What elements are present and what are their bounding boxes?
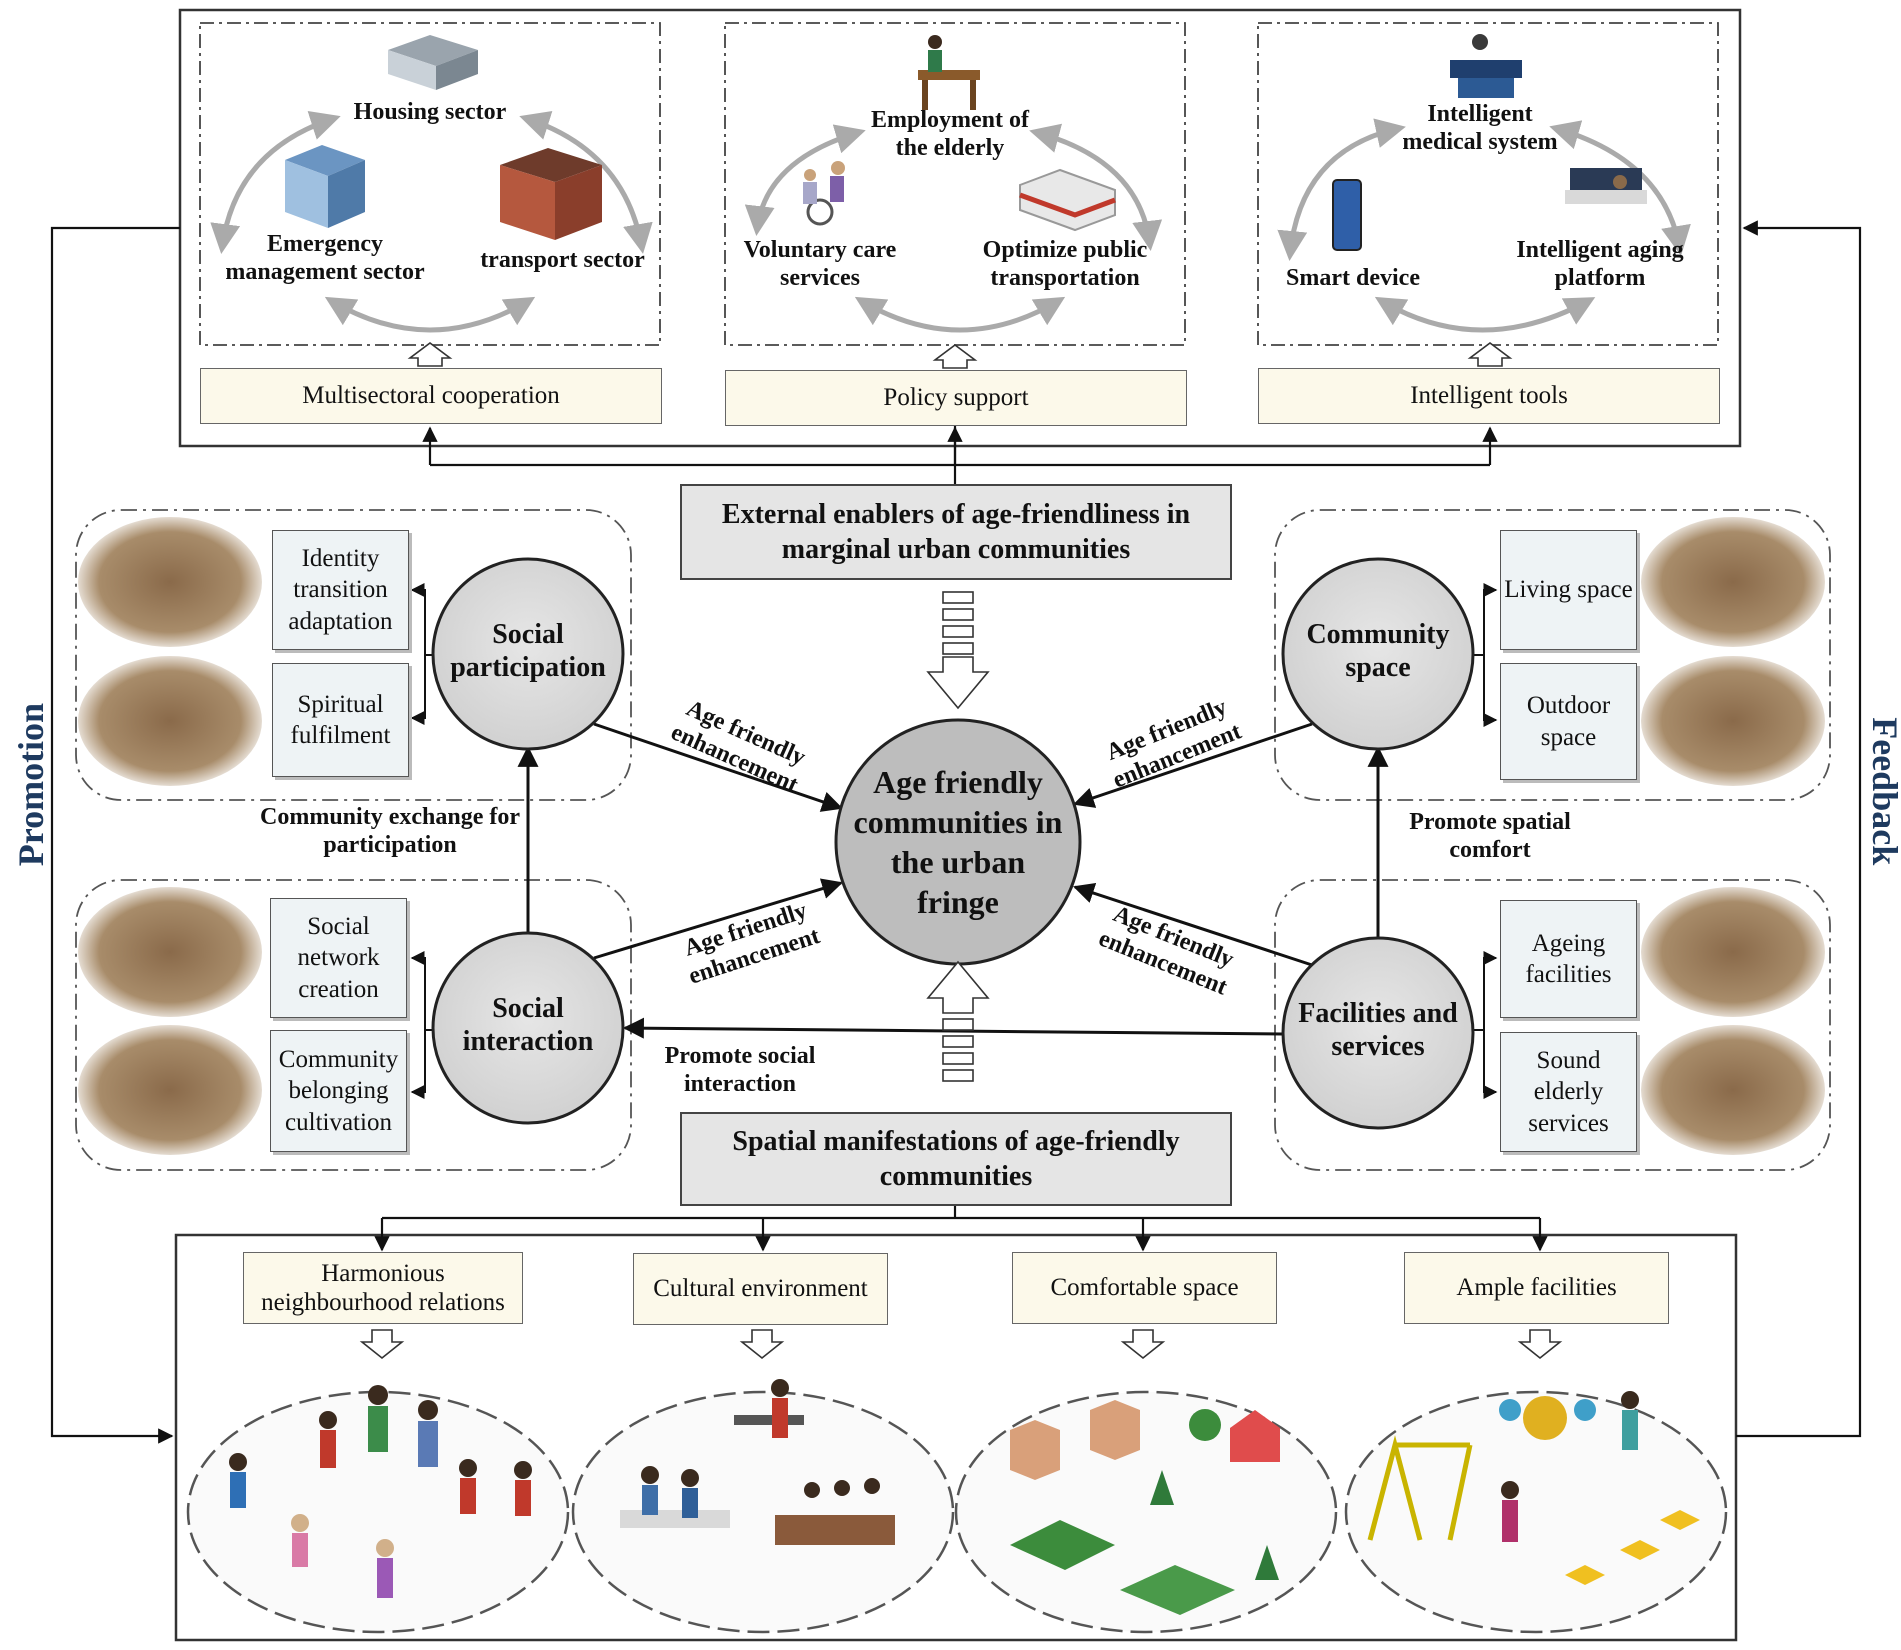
- hospital-icon: [285, 145, 365, 228]
- label-community-space: Community space: [1306, 619, 1450, 684]
- circle-social-interaction: [431, 931, 625, 1125]
- photo-service-center-icon: [1641, 1025, 1825, 1155]
- node-intelligent-aging: Intelligent aging platform: [1516, 237, 1684, 292]
- bottom-panel-border: [174, 1233, 1738, 1642]
- box-outdoor-space: Outdoor space: [1500, 663, 1637, 780]
- smartphone-icon: [1332, 179, 1362, 251]
- building-icon: [388, 35, 478, 90]
- photo-meeting-icon: [78, 656, 262, 786]
- main-arrows: [517, 722, 1389, 1039]
- box-comfortable-space: Comfortable space: [1012, 1252, 1277, 1324]
- box-ageing-facilities: Ageing facilities: [1500, 900, 1637, 1018]
- wheelchair-icon: [803, 161, 845, 226]
- photo-facility-icon: [1641, 887, 1825, 1017]
- photo-pavilion-icon: [78, 1025, 262, 1155]
- neighbourhood-scene-icon: [229, 1385, 532, 1598]
- external-connector: [422, 426, 1498, 484]
- node-employment-elderly: Employment of the elderly: [871, 107, 1029, 162]
- box-harmonious-relations: Harmonious neighbourhood relations: [243, 1252, 523, 1324]
- spatial-connector: [374, 1202, 1548, 1252]
- external-enablers-box: External enablers of age-friendliness in…: [680, 484, 1232, 580]
- box-spiritual-fulfilment: Spiritual fulfilment: [272, 663, 409, 777]
- box-multisectoral-cooperation: Multisectoral cooperation: [200, 368, 662, 424]
- box-social-network: Social network creation: [270, 898, 407, 1018]
- cultural-scene-icon: [620, 1379, 895, 1545]
- feedback-label: Feedback: [1865, 717, 1901, 866]
- box-living-space: Living space: [1500, 530, 1637, 650]
- box-ample-facilities: Ample facilities: [1404, 1252, 1669, 1324]
- node-emergency-management: Emergency management sector: [225, 231, 425, 286]
- node-smart-device: Smart device: [1286, 265, 1420, 291]
- label-social-participation: Social participation: [450, 619, 606, 684]
- comfortable-space-scene-icon: [1010, 1400, 1280, 1615]
- label-social-interaction: Social interaction: [462, 993, 594, 1058]
- box-identity-transition: Identity transition adaptation: [272, 530, 409, 650]
- hollow-down-arrows-bottom: [359, 1329, 1563, 1360]
- box-cultural-environment: Cultural environment: [633, 1253, 888, 1325]
- photo-vignettes: [78, 517, 1825, 1155]
- edge-label-promote-spatial: Promote spatial comfort: [1409, 809, 1571, 864]
- desk-worker-icon: [918, 35, 980, 110]
- loop-lines: [50, 220, 1862, 1444]
- node-transport-sector: transport sector: [480, 247, 645, 273]
- box-sound-elderly-services: Sound elderly services: [1500, 1032, 1637, 1152]
- label-center: Age friendly communities in the urban fr…: [853, 764, 1063, 920]
- box-intelligent-tools: Intelligent tools: [1258, 368, 1720, 424]
- control-desk-icon: [1565, 168, 1647, 204]
- block-arrow-up: [926, 960, 990, 1082]
- facilities-scene-icon: [1367, 1391, 1700, 1585]
- promotion-label: Promotion: [10, 702, 51, 867]
- node-optimize-transportation: Optimize public transportation: [982, 237, 1148, 292]
- photo-house-icon: [78, 517, 262, 647]
- node-voluntary-care: Voluntary care services: [743, 237, 897, 292]
- label-facilities-services: Facilities and services: [1298, 998, 1458, 1063]
- train-icon: [1019, 168, 1116, 232]
- edge-label-community-exchange: Community exchange for participation: [260, 804, 520, 859]
- hollow-up-arrows-top: [407, 342, 1513, 369]
- box-policy-support: Policy support: [725, 370, 1187, 426]
- block-arrow-down: [926, 591, 990, 710]
- node-intelligent-medical: Intelligent medical system: [1402, 101, 1558, 156]
- circle-community-space: [1281, 557, 1475, 751]
- bottom-ellipses: [186, 1390, 1728, 1634]
- photo-housing-icon: [1641, 517, 1825, 647]
- circle-facilities-services: [1281, 936, 1475, 1130]
- subbox-connectors: [410, 583, 1498, 1099]
- circle-social-participation: [431, 557, 625, 751]
- medical-robot-icon: [1450, 34, 1522, 98]
- apartment-icon: [500, 148, 602, 240]
- photo-gathering-icon: [78, 887, 262, 1017]
- box-community-belonging: Community belonging cultivation: [270, 1030, 407, 1152]
- photo-park-icon: [1641, 656, 1825, 786]
- edge-label-promote-social: Promote social interaction: [664, 1043, 816, 1098]
- node-housing-sector: Housing sector: [353, 99, 507, 125]
- spatial-manifestations-box: Spatial manifestations of age-friendly c…: [680, 1112, 1232, 1206]
